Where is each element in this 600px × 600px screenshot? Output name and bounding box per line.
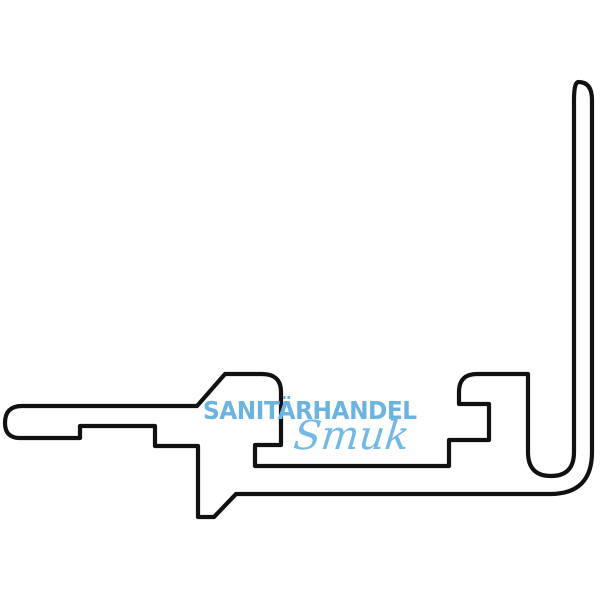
profile-outline-group: [2, 79, 595, 520]
profile-cross-section-outline: [2, 79, 595, 520]
